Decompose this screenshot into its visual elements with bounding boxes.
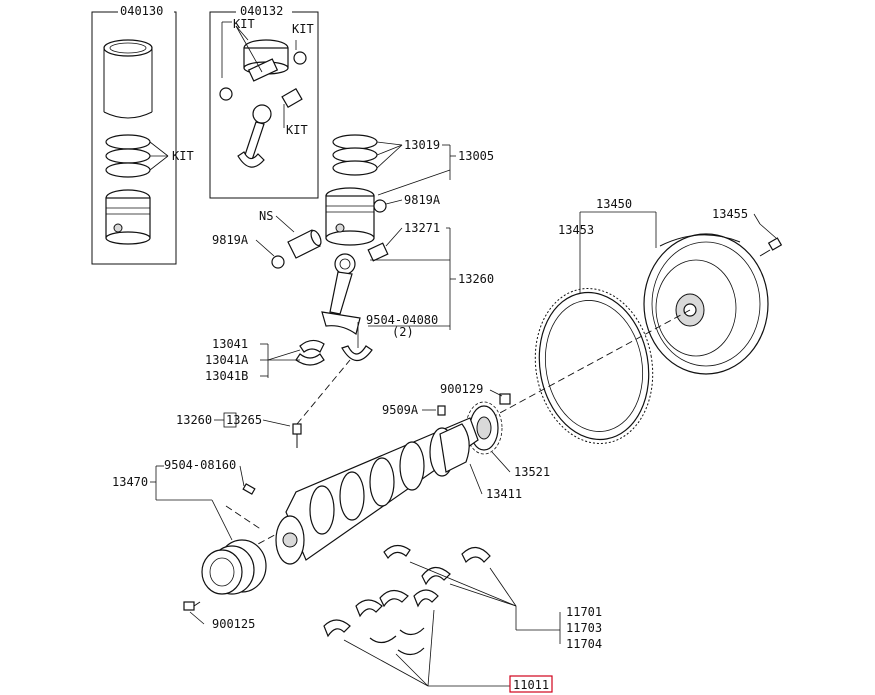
callout-11701-11704: 11701 11703 11704 [343,561,602,687]
crank-gear[interactable]: 13521 [465,401,550,479]
rod-bearing-cap[interactable] [341,345,373,362]
part-number-13041A[interactable]: 13041A [205,353,249,367]
conrod-kit-small[interactable] [237,87,303,168]
part-number-13265[interactable]: 13265 [226,413,262,427]
part-number-NS[interactable]: NS [259,209,273,223]
dowel-pin-900129[interactable]: 900129 [440,382,511,405]
piston-kit-small[interactable] [219,39,307,101]
rod-bearing-upper[interactable] [295,339,325,366]
part-number-13005[interactable]: 13005 [458,149,494,163]
crank-pulley[interactable] [201,539,267,595]
part-number-11704[interactable]: 11704 [566,637,602,651]
snap-ring-left[interactable]: 9819A [212,233,285,269]
flywheel[interactable] [643,233,769,375]
kit-label-pin: KIT [292,22,314,36]
callout-13450-13453: 13450 13453 [558,197,657,300]
piston-rings[interactable] [332,134,378,176]
quantity-9504-04080: (2) [392,325,414,339]
callout-13019-13005: 13019 13005 [376,138,494,196]
part-number-900129[interactable]: 900129 [440,382,483,396]
callout-13260-13265: 13260 13265 [176,412,262,428]
part-number-13041B[interactable]: 13041B [205,369,248,383]
snap-ring-right[interactable]: 9819A [373,193,441,213]
cylinder-liner[interactable] [103,39,153,119]
part-number-9509A[interactable]: 9509A [382,403,419,417]
liner-kit-number[interactable]: 040130 [120,4,163,18]
ring-gear[interactable] [523,279,664,453]
main-bearings-lower[interactable] [323,599,425,656]
piston[interactable] [325,187,375,246]
part-number-11703[interactable]: 11703 [566,621,602,635]
kit-label-rings: KIT [172,149,194,163]
part-number-13260-right[interactable]: 13260 [458,272,494,286]
crankshaft[interactable]: 13411 [275,417,522,565]
part-number-13521[interactable]: 13521 [514,465,550,479]
piston-kit-left[interactable] [105,189,151,245]
kit-leaders-040132: KIT KIT KIT [221,17,314,137]
part-number-9504-04080[interactable]: 9504-04080 [366,313,438,327]
liner-kit-box[interactable]: 040130 [91,4,177,265]
part-number-900125[interactable]: 900125 [212,617,255,631]
part-number-9504-08160[interactable]: 9504-08160 [164,458,236,472]
part-number-13470[interactable]: 13470 [112,475,148,489]
main-bearings-upper[interactable] [379,544,491,608]
part-number-13019[interactable]: 13019 [404,138,440,152]
piston-rings-kit-left[interactable]: KIT [105,134,194,178]
part-number-13453[interactable]: 13453 [558,223,594,237]
piston-pin[interactable]: NS [259,209,323,259]
callout-13470: 13470 9504-08160 [112,458,245,541]
rod-bolt[interactable] [262,359,351,448]
flywheel-bolt[interactable]: 13455 [712,207,783,257]
part-number-13450[interactable]: 13450 [596,197,632,211]
part-number-13271[interactable]: 13271 [404,221,440,235]
highlighted-part-11011[interactable]: 11011 [509,675,553,693]
connecting-rod[interactable] [321,242,389,336]
conrod-kit-box[interactable]: 040132 [209,4,319,199]
conrod-kit-number[interactable]: 040132 [240,4,283,18]
pulley-bolt[interactable]: 900125 [183,601,255,631]
part-number-13041[interactable]: 13041 [212,337,248,351]
part-number-11701[interactable]: 11701 [566,605,602,619]
callout-13271-13260-9504: 13271 13260 9504-04080 (2) [357,221,494,348]
part-number-13455[interactable]: 13455 [712,207,748,221]
part-number-13260-left[interactable]: 13260 [176,413,212,427]
kit-label-piston: KIT [233,17,255,31]
key-9509A[interactable]: 9509A [382,403,446,417]
part-number-9819A-top[interactable]: 9819A [404,193,441,207]
callout-13041: 13041 13041A 13041B [205,337,301,383]
kit-label-rod: KIT [286,123,308,137]
pulley-pin[interactable] [242,483,256,495]
part-number-11011[interactable]: 11011 [513,678,549,692]
pin-axis [225,505,263,531]
part-number-13411[interactable]: 13411 [486,487,522,501]
part-number-9819A-left[interactable]: 9819A [212,233,249,247]
